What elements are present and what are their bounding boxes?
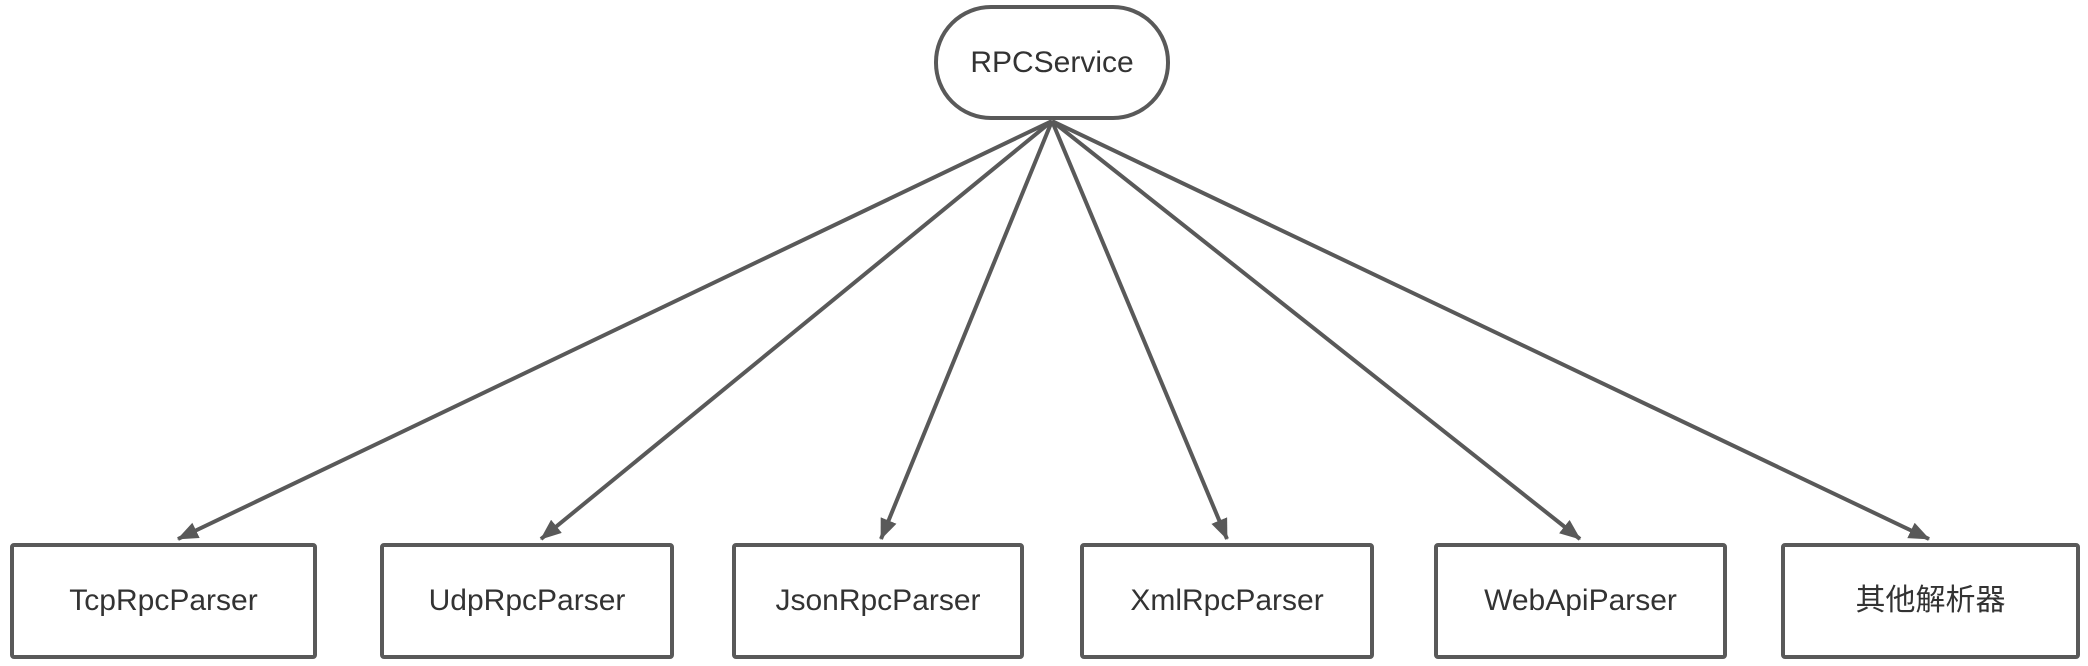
edge-rpcservice-otherparser <box>1051 119 1930 541</box>
node-rpcservice: RPCService <box>934 5 1170 120</box>
node-xmlrpcparser-label: XmlRpcParser <box>1130 584 1324 617</box>
node-udprpcparser-label: UdpRpcParser <box>428 584 626 617</box>
node-jsonrpcparser: JsonRpcParser <box>732 543 1024 659</box>
edge-rpcservice-udprpcparser <box>539 119 1054 541</box>
node-webapiparser-label: WebApiParser <box>1484 584 1677 617</box>
node-webapiparser: WebApiParser <box>1434 543 1727 659</box>
edge-rpcservice-jsonrpcparser <box>879 120 1054 540</box>
node-otherparser-label: 其他解析器 <box>1855 584 2006 617</box>
edge-rpcservice-tcprpcparser <box>177 119 1053 541</box>
node-udprpcparser: UdpRpcParser <box>380 543 674 659</box>
node-rpcservice-label: RPCService <box>970 45 1134 79</box>
node-otherparser: 其他解析器 <box>1781 543 2080 659</box>
edge-rpcservice-webapiparser <box>1050 119 1582 541</box>
node-tcprpcparser: TcpRpcParser <box>10 543 317 659</box>
node-xmlrpcparser: XmlRpcParser <box>1080 543 1374 659</box>
node-tcprpcparser-label: TcpRpcParser <box>69 584 258 617</box>
edge-rpcservice-xmlrpcparser <box>1050 120 1229 540</box>
node-jsonrpcparser-label: JsonRpcParser <box>775 584 981 617</box>
